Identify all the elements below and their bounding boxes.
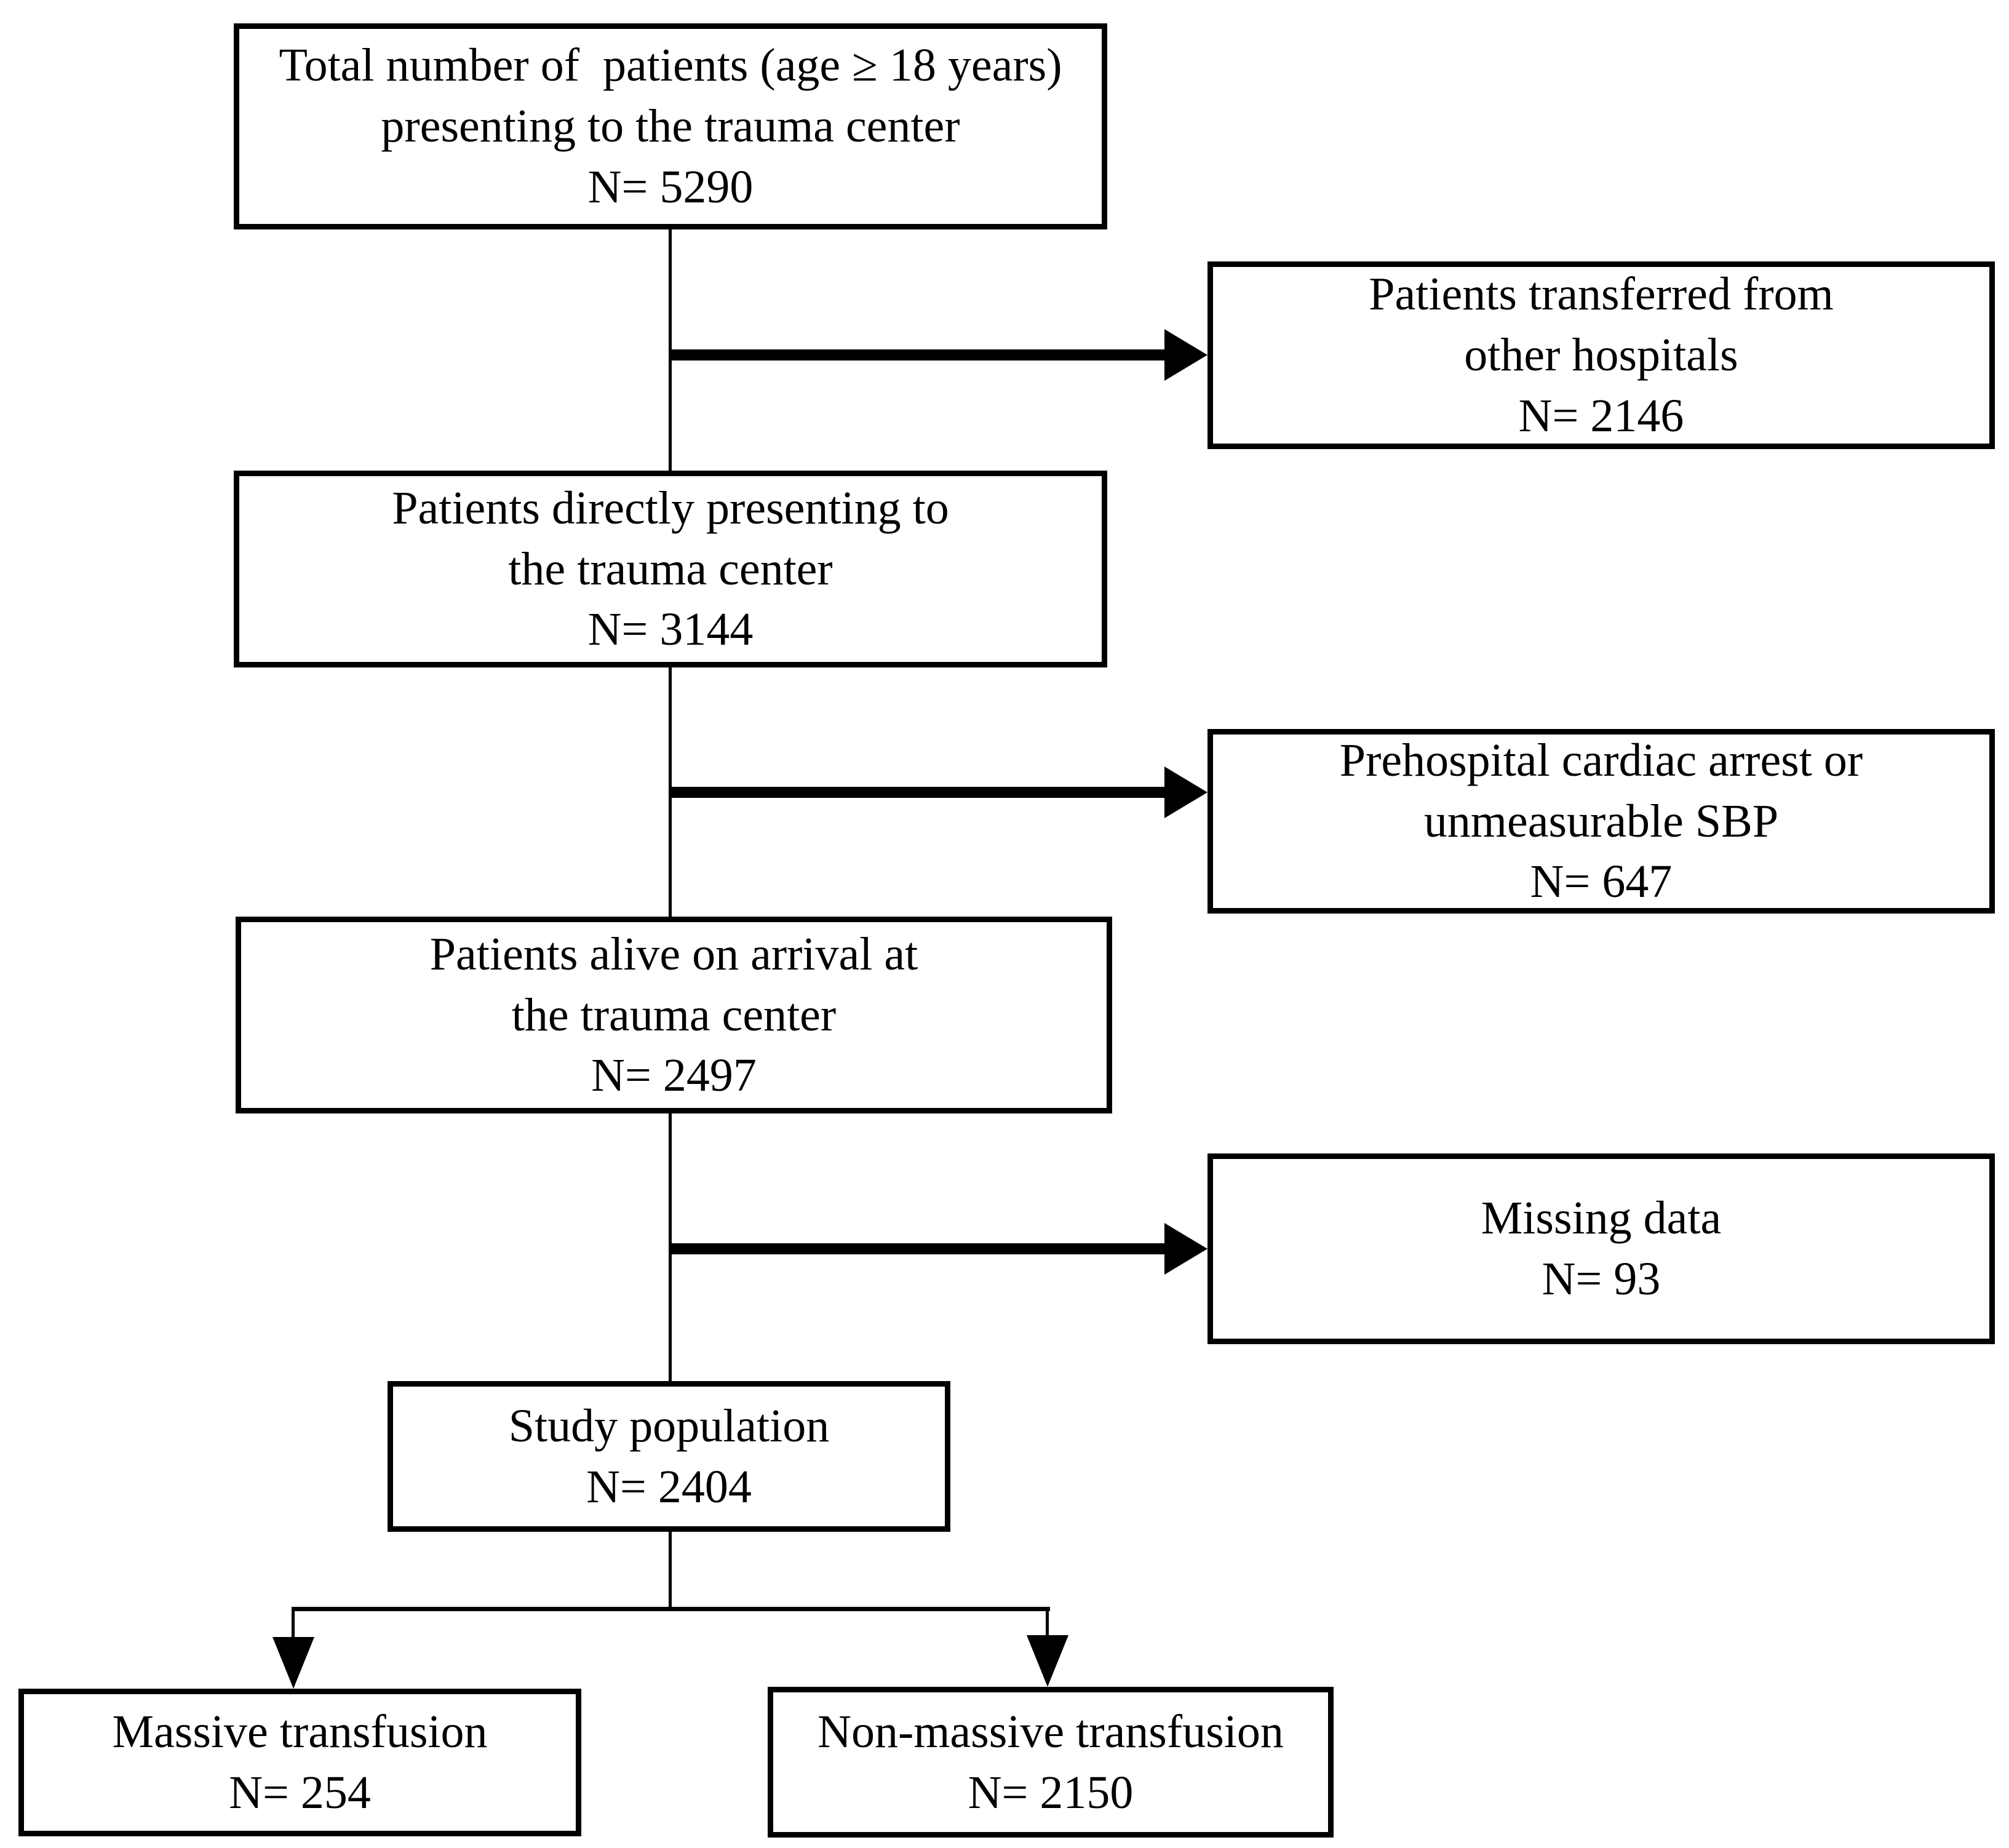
box-total-line-1: Total number of patients (age ≥ 18 years… [279, 39, 1062, 92]
box-missing-data: Missing data N= 93 [1207, 1153, 1995, 1344]
box-alive-line-1: Patients alive on arrival at [429, 928, 918, 980]
box-prehospital-line-2: unmeasurable SBP [1423, 795, 1779, 847]
box-missing-count: N= 93 [1542, 1253, 1661, 1305]
box-massive-line-1: Massive transfusion [112, 1706, 488, 1758]
branch-line-left-drop [292, 1607, 295, 1639]
arrow-to-missing-shaft [669, 1243, 1167, 1254]
box-transferred-count: N= 2146 [1518, 389, 1684, 442]
box-total-count: N= 5290 [587, 161, 754, 213]
flow-line-study-to-branch [669, 1531, 672, 1611]
box-direct-count: N= 3144 [587, 603, 754, 656]
box-direct-line-2: the trauma center [508, 543, 833, 595]
box-missing-line-1: Missing data [1481, 1192, 1722, 1245]
branch-line-horizontal [293, 1607, 1050, 1611]
box-directly-presenting: Patients directly presenting to the trau… [234, 471, 1107, 667]
box-direct-line-1: Patients directly presenting to [392, 482, 949, 534]
box-prehospital-count: N= 647 [1530, 856, 1673, 908]
box-transferred-line-2: other hospitals [1464, 329, 1738, 381]
box-nonmassive-line-1: Non-massive transfusion [818, 1705, 1284, 1758]
arrow-to-transferred-shaft [669, 349, 1167, 360]
box-study-count: N= 2404 [586, 1460, 752, 1513]
box-total-patients: Total number of patients (age ≥ 18 years… [234, 23, 1107, 229]
box-transferred-line-1: Patients transferred from [1369, 268, 1834, 321]
arrow-to-prehospital-head-icon [1164, 767, 1207, 818]
box-total-line-2: presenting to the trauma center [381, 100, 960, 153]
box-alive-line-2: the trauma center [511, 989, 837, 1041]
box-study-population: Study population N= 2404 [388, 1381, 950, 1532]
box-nonmassive-count: N= 2150 [968, 1766, 1134, 1818]
box-alive-count: N= 2497 [591, 1049, 757, 1102]
arrow-to-prehospital-shaft [669, 787, 1167, 798]
box-study-line-1: Study population [508, 1400, 830, 1452]
box-massive-count: N= 254 [229, 1767, 371, 1818]
arrow-to-transferred-head-icon [1164, 329, 1207, 381]
box-alive-on-arrival: Patients alive on arrival at the trauma … [236, 917, 1112, 1113]
box-prehospital-line-1: Prehospital cardiac arrest or [1339, 734, 1863, 786]
arrow-to-massive-head-icon [273, 1637, 314, 1689]
box-transferred-from-other-hospitals: Patients transferred from other hospital… [1207, 261, 1995, 449]
branch-line-right-drop [1046, 1607, 1049, 1638]
arrow-to-missing-head-icon [1164, 1223, 1207, 1275]
box-non-massive-transfusion: Non-massive transfusion N= 2150 [768, 1687, 1334, 1838]
box-massive-transfusion: Massive transfusion N= 254 [18, 1689, 581, 1836]
arrow-to-nonmassive-head-icon [1027, 1635, 1068, 1687]
box-prehospital-cardiac-arrest: Prehospital cardiac arrest or unmeasurab… [1207, 729, 1995, 914]
